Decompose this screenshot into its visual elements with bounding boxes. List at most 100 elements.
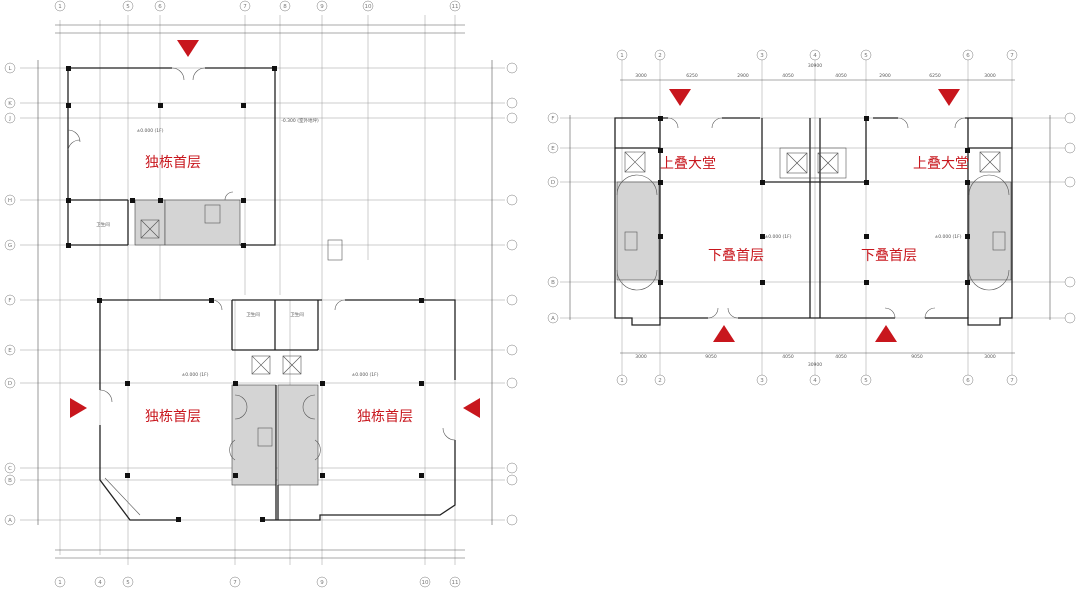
total-dimension: 30900	[808, 63, 822, 69]
axis-label: 1	[620, 378, 624, 384]
axis-label: 1	[620, 53, 624, 59]
unit-label-bottom-left: 独栋首层	[145, 408, 201, 425]
elevator-shaft	[786, 152, 808, 174]
total-dimension: 30900	[808, 362, 822, 368]
dimension-text: 2900	[737, 73, 749, 79]
axis-label: 1	[58, 4, 62, 10]
room-note: 卫生间	[96, 221, 110, 228]
dimension-text: 9050	[705, 354, 717, 360]
axis-label: E	[8, 348, 12, 354]
axis-label: 5	[864, 378, 868, 384]
level-note: ±0.000 (1F)	[764, 234, 791, 240]
outdoor-stair-icon	[327, 239, 343, 261]
right-axis-bubbles: 1 2 3 4 5 6 7 1 2 3 4 5 6 7 F E D B A	[547, 49, 1076, 386]
dimension-text: 2900	[879, 73, 891, 79]
dimension-text: 4050	[782, 354, 794, 360]
axis-label: K	[8, 101, 12, 107]
stair-icon	[624, 231, 638, 251]
left-bottom-axis-bubbles: 1 4 5 7 9 10 11	[54, 576, 461, 588]
axis-label: 9	[320, 580, 324, 586]
axis-label: 7	[1010, 378, 1014, 384]
axis-label: F	[551, 116, 554, 122]
stair-core-right	[968, 181, 1012, 281]
axis-label: L	[8, 66, 12, 72]
room-note: 卫生间	[290, 311, 304, 318]
stair-icon	[992, 231, 1006, 251]
axis-label: A	[8, 518, 12, 524]
dimension-text: 6250	[929, 73, 941, 79]
entry-arrow-icon	[938, 89, 960, 106]
dimension-text: 3000	[635, 73, 647, 79]
elevator-shaft	[140, 219, 160, 239]
entry-arrow-icon	[70, 398, 87, 418]
axis-label: 5	[126, 4, 130, 10]
axis-label: 5	[864, 53, 868, 59]
room-note: 卫生间	[246, 311, 260, 318]
unit-label-bottom-right: 独栋首层	[357, 408, 413, 425]
axis-label: J	[8, 116, 11, 122]
stair-core	[164, 199, 241, 246]
axis-label: 2	[658, 378, 662, 384]
level-note: ±0.000 (1F)	[136, 128, 163, 134]
axis-label: 6	[966, 378, 970, 384]
axis-label: B	[551, 280, 555, 286]
unit-label-floor-left: 下叠首层	[708, 248, 764, 264]
axis-label: 4	[813, 378, 817, 384]
axis-label: 6	[966, 53, 970, 59]
axis-label: F	[8, 298, 11, 304]
axis-label: 9	[320, 4, 324, 10]
axis-label: 7	[243, 4, 247, 10]
dimension-text: 3000	[984, 354, 996, 360]
unit-label-lobby-right: 上叠大堂	[913, 156, 969, 172]
elevator-shaft	[282, 355, 302, 375]
axis-label: D	[8, 381, 12, 387]
left-top-axis-bubbles: 1 5 6 7 8 9 10 11	[54, 0, 461, 12]
level-note: ±0.000 (1F)	[934, 234, 961, 240]
axis-label: B	[8, 478, 12, 484]
axis-label: A	[551, 316, 555, 322]
dimension-text: 9050	[911, 354, 923, 360]
axis-label: 7	[233, 580, 237, 586]
axis-label: G	[8, 243, 12, 249]
right-plan: 30900 3000 6250 2900 4050 4050 2900 6250…	[547, 49, 1076, 386]
axis-label: 7	[1010, 53, 1014, 59]
dimension-text: 4050	[782, 73, 794, 79]
dimension-text: 3000	[984, 73, 996, 79]
right-dimensions: 30900 3000 6250 2900 4050 4050 2900 6250…	[635, 63, 996, 368]
level-note: ±0.000 (1F)	[351, 372, 378, 378]
axis-label: 6	[158, 4, 162, 10]
dimension-text: 4050	[835, 73, 847, 79]
unit-label-lobby-left: 上叠大堂	[660, 156, 716, 172]
axis-label: 10	[422, 580, 429, 586]
level-note: ±0.000 (1F)	[181, 372, 208, 378]
unit-label-floor-right: 下叠首层	[861, 248, 917, 264]
entry-arrow-icon	[713, 325, 735, 342]
axis-label: 2	[658, 53, 662, 59]
left-side-axis-bubbles: L K J H G F E D C B A	[4, 62, 518, 526]
axis-label: 10	[365, 4, 372, 10]
entry-arrow-icon	[669, 89, 691, 106]
stair-icon	[204, 204, 221, 224]
axis-label: 11	[452, 4, 459, 10]
left-plan: 1 5 6 7 8 9 10 11 1 4 5 7 9 10 11 L K J …	[4, 0, 518, 588]
axis-label: C	[8, 466, 12, 472]
right-building: ±0.000 (1F) ±0.000 (1F) 上叠大堂 上叠大堂 下叠首层 下…	[614, 89, 1013, 342]
entry-arrow-icon	[463, 398, 480, 418]
unit-label-top: 独栋首层	[145, 154, 201, 171]
axis-label: E	[551, 146, 555, 152]
axis-label: H	[8, 198, 12, 204]
stair-core-right	[277, 384, 319, 486]
axis-label: 8	[283, 4, 287, 10]
entry-arrow-icon	[177, 40, 199, 57]
left-top-unit: ±0.000 (1F) -0.300 (室外地坪) 卫生间 独栋首层	[66, 40, 343, 261]
axis-label: 4	[813, 53, 817, 59]
dimension-text: 4050	[835, 354, 847, 360]
elevator-shaft	[817, 152, 839, 174]
elevator-shaft	[624, 151, 646, 173]
outdoor-level-note: -0.300 (室外地坪)	[281, 117, 319, 124]
stair-core-left	[231, 384, 277, 486]
axis-label: 1	[58, 580, 62, 586]
dimension-text: 6250	[686, 73, 698, 79]
stair-icon	[257, 427, 273, 447]
